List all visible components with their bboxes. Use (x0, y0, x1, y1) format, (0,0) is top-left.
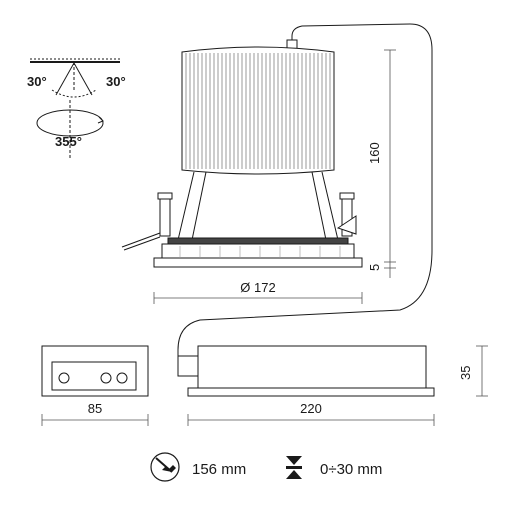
driver-width-label: 85 (88, 401, 102, 416)
tilt-right-label: 30° (106, 74, 126, 89)
ceiling-thickness-value: 0÷30 mm (320, 461, 382, 478)
cutout-value: 156 mm (192, 461, 246, 478)
tilt-diagram (30, 58, 120, 98)
diameter-label: Ø 172 (240, 280, 275, 295)
driver-length-label: 220 (300, 401, 322, 416)
ceiling-thickness-icon (286, 456, 302, 479)
rotation-label: 355° (55, 134, 82, 149)
luminaire (121, 23, 433, 358)
heatsink-fins (185, 53, 331, 169)
hole-saw-icon (150, 452, 180, 482)
driver-side-view (177, 345, 435, 397)
height-label: 160 (367, 142, 382, 164)
driver-end-view (41, 345, 149, 397)
tilt-left-label: 30° (27, 74, 47, 89)
trim-ridges (179, 246, 341, 258)
dimension-lines (41, 49, 488, 426)
driver-height-label: 35 (458, 366, 473, 380)
trim-height-label: 5 (367, 264, 382, 271)
rotation-diagram (36, 100, 104, 160)
